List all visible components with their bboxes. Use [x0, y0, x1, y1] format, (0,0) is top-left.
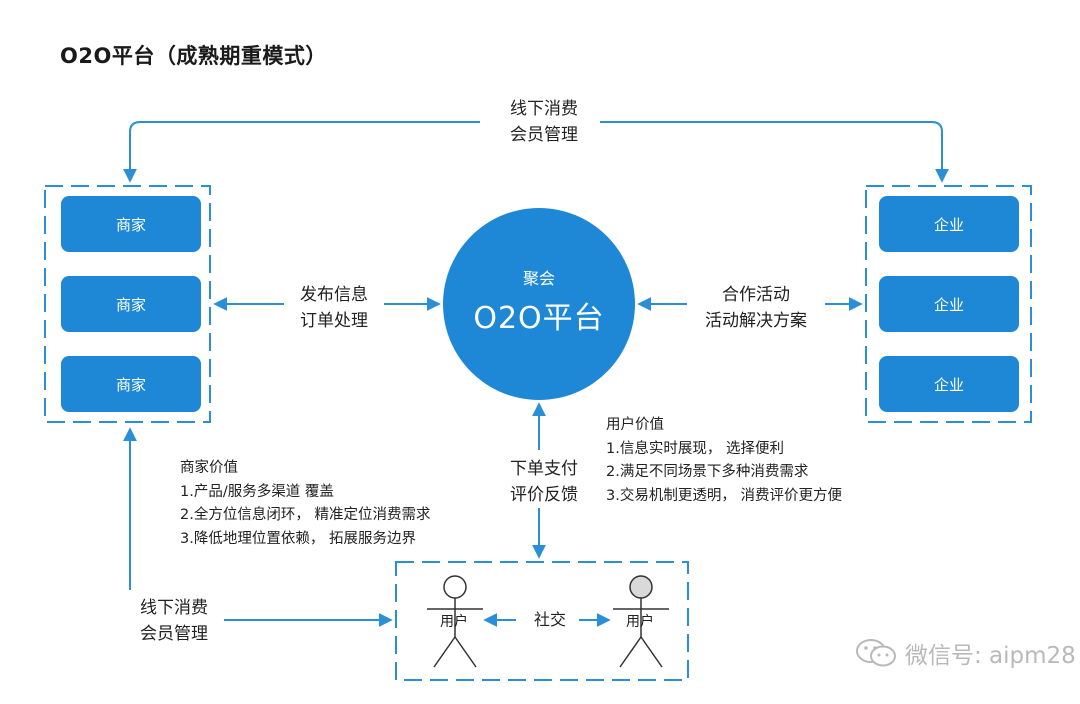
- diagram-title: O2O平台（成熟期重模式）: [60, 44, 327, 68]
- watermark: 微信号: aipm28: [855, 636, 1076, 670]
- bottom-link-label: 下单支付 评价反馈: [494, 456, 594, 508]
- right-link-label: 合作活动 活动解决方案: [687, 282, 825, 334]
- watermark-text: 微信号: aipm28: [905, 643, 1076, 669]
- merchant-box: 商家: [61, 276, 201, 332]
- left-link-label: 发布信息 订单处理: [284, 282, 384, 334]
- top-connector-left: [123, 121, 480, 183]
- merchant-value-item: 3.降低地理位置依赖， 拓展服务边界: [180, 530, 416, 547]
- platform-circle: [443, 208, 635, 400]
- left-label-line-1: 发布信息: [300, 285, 368, 305]
- merchant-box: 商家: [61, 196, 201, 252]
- social-label: 社交: [521, 607, 579, 633]
- user-value-item: 2.满足不同场景下多种消费需求: [606, 464, 809, 480]
- platform-sub-label: 聚会: [522, 269, 555, 288]
- top-connector-label: 线下消费 会员管理: [494, 96, 594, 148]
- user-label: 用户: [440, 614, 468, 630]
- user-value-item: 3.交易机制更透明， 消费评价更方便: [606, 487, 842, 504]
- enterprise-box: 企业: [879, 356, 1019, 412]
- bottom-label-line-2: 评价反馈: [510, 485, 578, 505]
- platform-label: 聚会 O2O平台: [443, 208, 635, 400]
- merchant-value-item: 2.全方位信息闭环， 精准定位消费需求: [180, 507, 431, 523]
- enterprise-box: 企业: [879, 196, 1019, 252]
- top-label-line-1: 线下消费: [510, 99, 578, 119]
- merchant-group-frame: [44, 185, 211, 423]
- platform-main-label: O2O平台: [473, 301, 605, 336]
- top-connector-right: [600, 121, 949, 183]
- top-label-line-2: 会员管理: [510, 125, 578, 145]
- merchant-value-item: 1.产品/服务多渠道 覆盖: [180, 483, 334, 500]
- right-label-line-2: 活动解决方案: [705, 311, 807, 331]
- wechat-icon: [856, 639, 896, 667]
- user-value-heading: 用户价值: [606, 417, 664, 433]
- user-value-item: 1.信息实时展现， 选择便利: [606, 440, 784, 457]
- user-group-frame: [395, 561, 689, 681]
- offline-label-line-1: 线下消费: [140, 598, 208, 618]
- bottom-label-line-1: 下单支付: [510, 459, 578, 479]
- user-figure-1: [427, 575, 483, 668]
- left-label-line-2: 订单处理: [300, 311, 368, 331]
- right-label-line-1: 合作活动: [722, 285, 790, 305]
- user-value-block: 用户价值 1.信息实时展现， 选择便利 2.满足不同场景下多种消费需求 3.交易…: [606, 414, 842, 508]
- offline-label: 线下消费 会员管理: [124, 595, 224, 647]
- merchant-box: 商家: [61, 356, 201, 412]
- merchant-value-block: 商家价值 1.产品/服务多渠道 覆盖 2.全方位信息闭环， 精准定位消费需求 3…: [180, 457, 430, 551]
- enterprise-group-frame: [865, 185, 1032, 423]
- user-figure-2: [613, 575, 669, 668]
- enterprise-box: 企业: [879, 276, 1019, 332]
- offline-label-line-2: 会员管理: [140, 624, 208, 644]
- user-label: 用户: [626, 614, 654, 630]
- merchant-value-heading: 商家价值: [180, 460, 238, 476]
